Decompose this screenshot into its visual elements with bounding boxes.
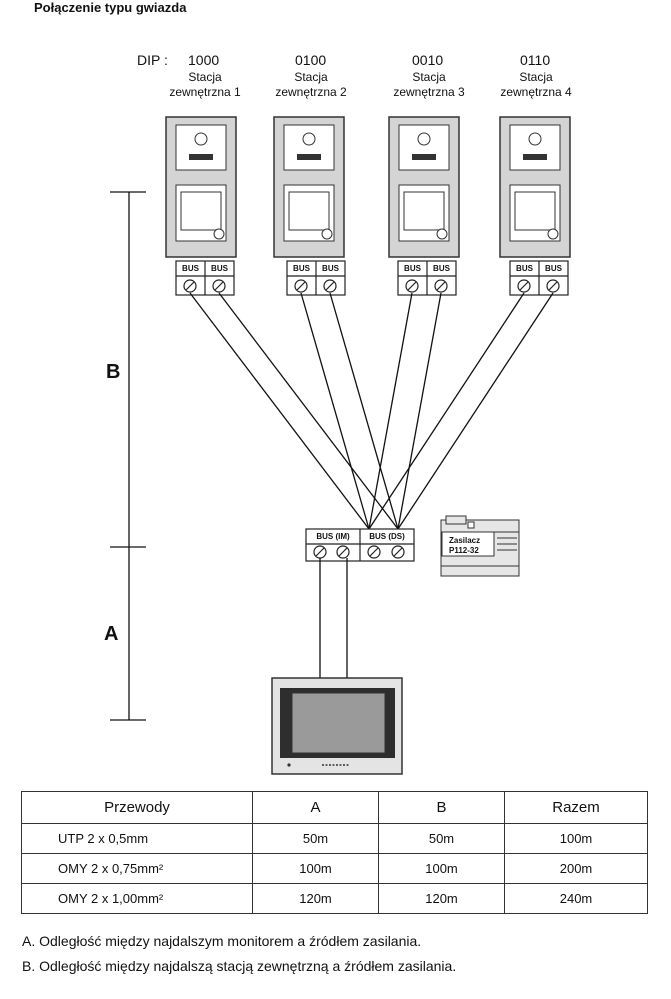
station-1-label: Stacja zewnętrzna 1 xyxy=(150,70,260,100)
cell-cable: UTP 2 x 0,5mm xyxy=(21,823,253,854)
cell-total: 100m xyxy=(504,823,648,854)
power-supply xyxy=(440,515,520,577)
station-2-dip: 0100 xyxy=(295,52,327,68)
station-4-label-line1: Stacja xyxy=(519,70,553,84)
dimension-lines xyxy=(110,191,146,721)
station-3-label-line2: zewnętrzna 3 xyxy=(393,85,465,99)
cell-total: 200m xyxy=(504,853,648,884)
outdoor-station-3 xyxy=(388,116,460,258)
bus-wires xyxy=(189,292,554,530)
cable-length-table: Przewody A B Razem UTP 2 x 0,5mm 50m 50m… xyxy=(21,791,648,914)
station-3-dip: 0010 xyxy=(412,52,444,68)
cell-b: 120m xyxy=(378,883,505,914)
note-a: A. Odległość między najdalszym monitorem… xyxy=(22,933,422,949)
header-total: Razem xyxy=(504,791,648,824)
dimension-a-label: A xyxy=(104,623,119,645)
station-2-label-line1: Stacja xyxy=(294,70,328,84)
dip-label: DIP : xyxy=(137,52,168,68)
station-4-dip: 0110 xyxy=(520,52,551,68)
station-1-bus-label-right: BUS xyxy=(211,264,228,273)
station-2-label-line2: zewnętrzna 2 xyxy=(275,85,347,99)
diagram-title: Połączenie typu gwiazda xyxy=(34,0,187,15)
outdoor-station-4 xyxy=(499,116,571,258)
station-3-bus-label-left: BUS xyxy=(404,264,421,273)
cell-cable: OMY 2 x 1,00mm² xyxy=(21,883,253,914)
cell-b: 100m xyxy=(378,853,505,884)
monitor-wires xyxy=(319,558,348,678)
note-b: B. Odległość między najdalszą stacją zew… xyxy=(22,958,457,974)
psu-label-line1: Zasilacz xyxy=(449,536,481,545)
header-cables: Przewody xyxy=(21,791,253,824)
cell-a: 100m xyxy=(252,853,379,884)
station-1-label-line1: Stacja xyxy=(188,70,222,84)
hub-terminal-block xyxy=(305,528,415,562)
cell-total: 240m xyxy=(504,883,648,914)
station-4-label-line2: zewnętrzna 4 xyxy=(500,85,572,99)
station-4-bus-label-left: BUS xyxy=(516,264,533,273)
outdoor-station-2 xyxy=(273,116,345,258)
station-1-dip: 1000 xyxy=(188,52,220,68)
station-4-label: Stacja zewnętrzna 4 xyxy=(481,70,591,100)
psu-label-line2: P112-32 xyxy=(449,546,479,555)
table-row: OMY 2 x 1,00mm² 120m 120m 240m xyxy=(21,883,648,914)
hub-bus-im-label: BUS (IM) xyxy=(316,532,350,541)
table-row: OMY 2 x 0,75mm² 100m 100m 200m xyxy=(21,853,648,884)
station-1-label-line2: zewnętrzna 1 xyxy=(169,85,241,99)
station-2-bus-label-left: BUS xyxy=(293,264,310,273)
cell-cable: OMY 2 x 0,75mm² xyxy=(21,853,253,884)
dimension-b-label: B xyxy=(106,361,121,383)
psu-label: Zasilacz P112-32 xyxy=(449,536,480,556)
outdoor-station-1 xyxy=(165,116,237,258)
hub-bus-ds-label: BUS (DS) xyxy=(369,532,405,541)
table-header-row: Przewody A B Razem xyxy=(21,791,648,824)
terminal-screws xyxy=(183,279,560,293)
station-2-label: Stacja zewnętrzna 2 xyxy=(256,70,366,100)
table-row: UTP 2 x 0,5mm 50m 50m 100m xyxy=(21,823,648,854)
cell-b: 50m xyxy=(378,823,505,854)
station-3-label-line1: Stacja xyxy=(412,70,446,84)
station-1-bus-label-left: BUS xyxy=(182,264,199,273)
header-b: B xyxy=(378,791,505,824)
station-3-label: Stacja zewnętrzna 3 xyxy=(374,70,484,100)
indoor-monitor xyxy=(271,677,403,775)
station-2-bus-label-right: BUS xyxy=(322,264,339,273)
station-4-bus-label-right: BUS xyxy=(545,264,562,273)
cell-a: 120m xyxy=(252,883,379,914)
header-a: A xyxy=(252,791,379,824)
station-3-bus-label-right: BUS xyxy=(433,264,450,273)
cell-a: 50m xyxy=(252,823,379,854)
